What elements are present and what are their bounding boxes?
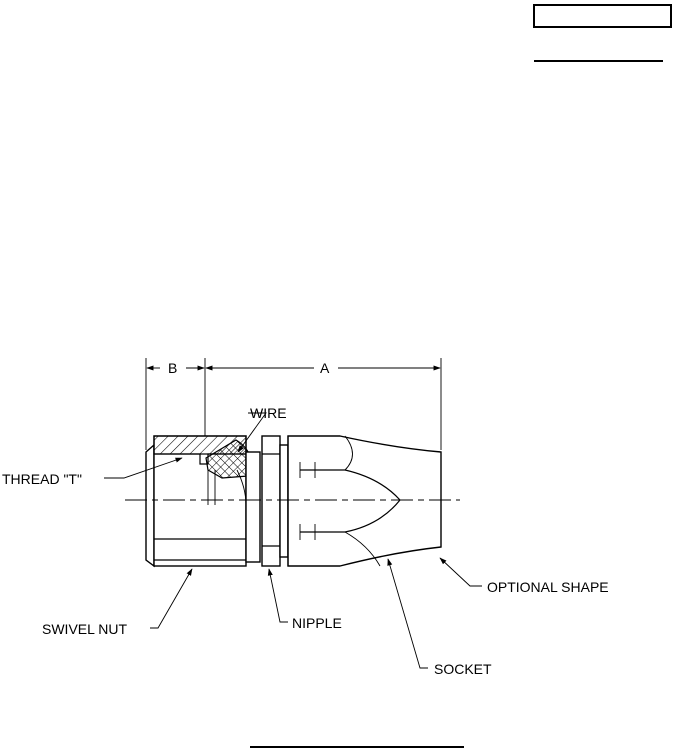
thread-label: THREAD "T" (2, 471, 82, 487)
socket (287, 435, 442, 567)
optional-shape-label: OPTIONAL SHAPE (487, 579, 609, 595)
wire-label: WIRE (250, 405, 287, 421)
dimension-lines (145, 358, 442, 450)
dim-b-label: B (168, 360, 177, 376)
nipple-label: NIPPLE (292, 615, 342, 631)
socket-label: SOCKET (434, 661, 492, 677)
nipple (245, 435, 289, 567)
dim-a-label: A (320, 360, 330, 376)
leader-lines (104, 412, 482, 669)
header-box (533, 4, 672, 28)
swivel-nut-label: SWIVEL NUT (42, 621, 127, 637)
